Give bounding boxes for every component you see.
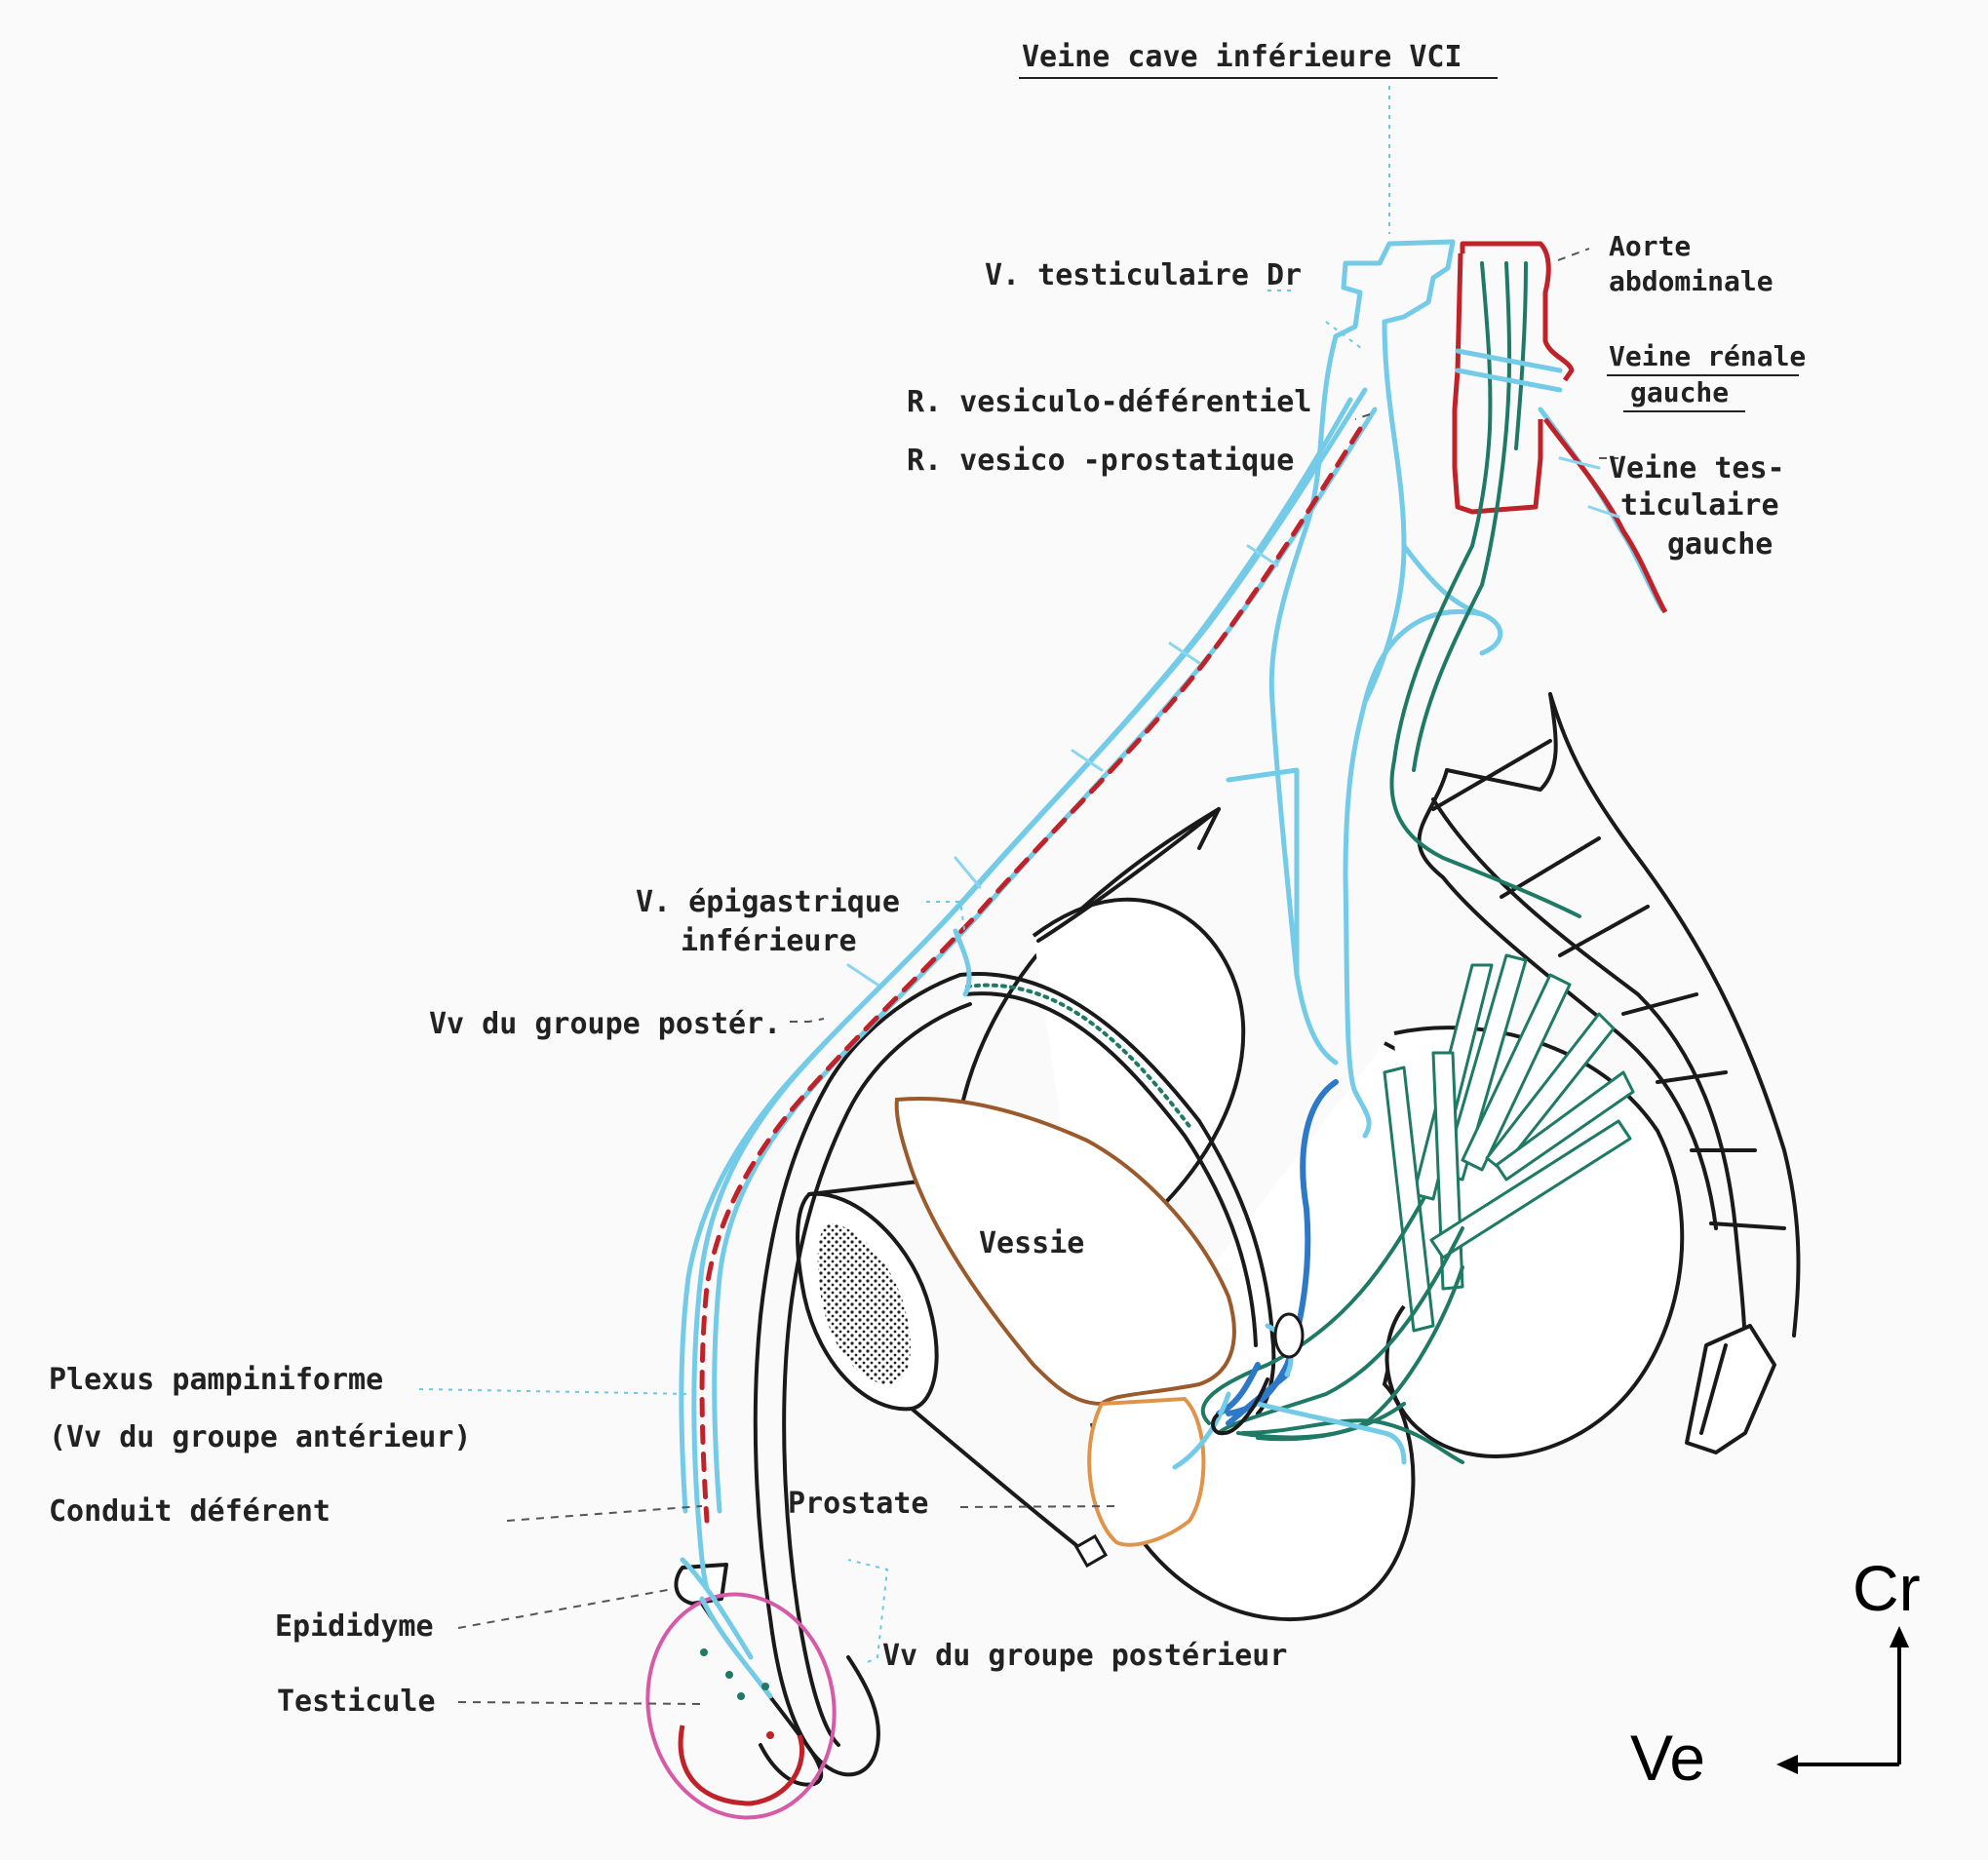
testicule	[645, 1592, 837, 1820]
label-r-vesico: R. vesico -prostatique	[907, 444, 1294, 478]
labels: Veine cave inférieure VCI V. testiculair…	[49, 40, 1806, 1719]
label-v-epigastrique-2: inférieure	[681, 924, 857, 958]
prostate	[1073, 1396, 1206, 1569]
label-veine-renale-1: Veine rénale	[1609, 340, 1806, 372]
vv-prostatiques	[1172, 1079, 1407, 1470]
label-plexus-1: Plexus pampiniforme	[49, 1363, 383, 1397]
cranial-label: Cr	[1852, 1552, 1921, 1624]
vessie	[894, 1097, 1236, 1407]
label-vv-groupe-poster: Vv du groupe postér.	[429, 1007, 781, 1041]
plexus-nerveux	[1200, 544, 1635, 1464]
label-epididyme: Epididyme	[275, 1609, 434, 1644]
cranial-wedge	[1036, 767, 1300, 978]
cordon-spermatique	[679, 387, 1378, 1699]
label-vv-groupe-posterieur: Vv du groupe postérieur	[882, 1639, 1287, 1673]
leader-lines	[418, 86, 1618, 1705]
label-prostate: Prostate	[788, 1487, 929, 1521]
label-vci: Veine cave inférieure VCI	[1022, 40, 1462, 74]
label-veine-test-g-1: Veine tes-	[1609, 451, 1785, 485]
label-v-epigastrique-1: V. épigastrique	[636, 885, 900, 919]
orientation-indicator: Cr Ve	[1630, 1552, 1921, 1794]
label-conduit-deferent: Conduit déférent	[49, 1494, 331, 1529]
label-vessie: Vessie	[979, 1226, 1084, 1260]
label-veine-test-g-3: gauche	[1667, 527, 1773, 562]
epididyme	[674, 1563, 824, 1787]
ventral-arrow-head	[1776, 1755, 1798, 1774]
label-testicule: Testicule	[277, 1685, 436, 1719]
label-r-vesiculo: R. vesiculo-déférentiel	[907, 385, 1311, 419]
label-veine-test-g-2: ticulaire	[1620, 488, 1779, 523]
label-v-testiculaire-dr: V. testiculaire Dr	[985, 258, 1302, 292]
aorte-abdominale	[1452, 241, 1575, 587]
vessel-endpoints	[700, 1648, 774, 1739]
rectum-colon	[1417, 692, 1801, 1454]
pubic-symphysis	[796, 1178, 1084, 1552]
ventral-label: Ve	[1630, 1722, 1705, 1794]
conduit-deferent	[753, 972, 1276, 1777]
label-plexus-2: (Vv du groupe antérieur)	[49, 1420, 471, 1454]
cranial-arrow-head	[1890, 1626, 1909, 1647]
veine-testiculaire-gauche	[1538, 407, 1668, 614]
label-aorte-2: abdominale	[1609, 265, 1774, 297]
label-veine-renale-2: gauche	[1630, 376, 1729, 408]
label-aorte-1: Aorte	[1609, 230, 1691, 262]
